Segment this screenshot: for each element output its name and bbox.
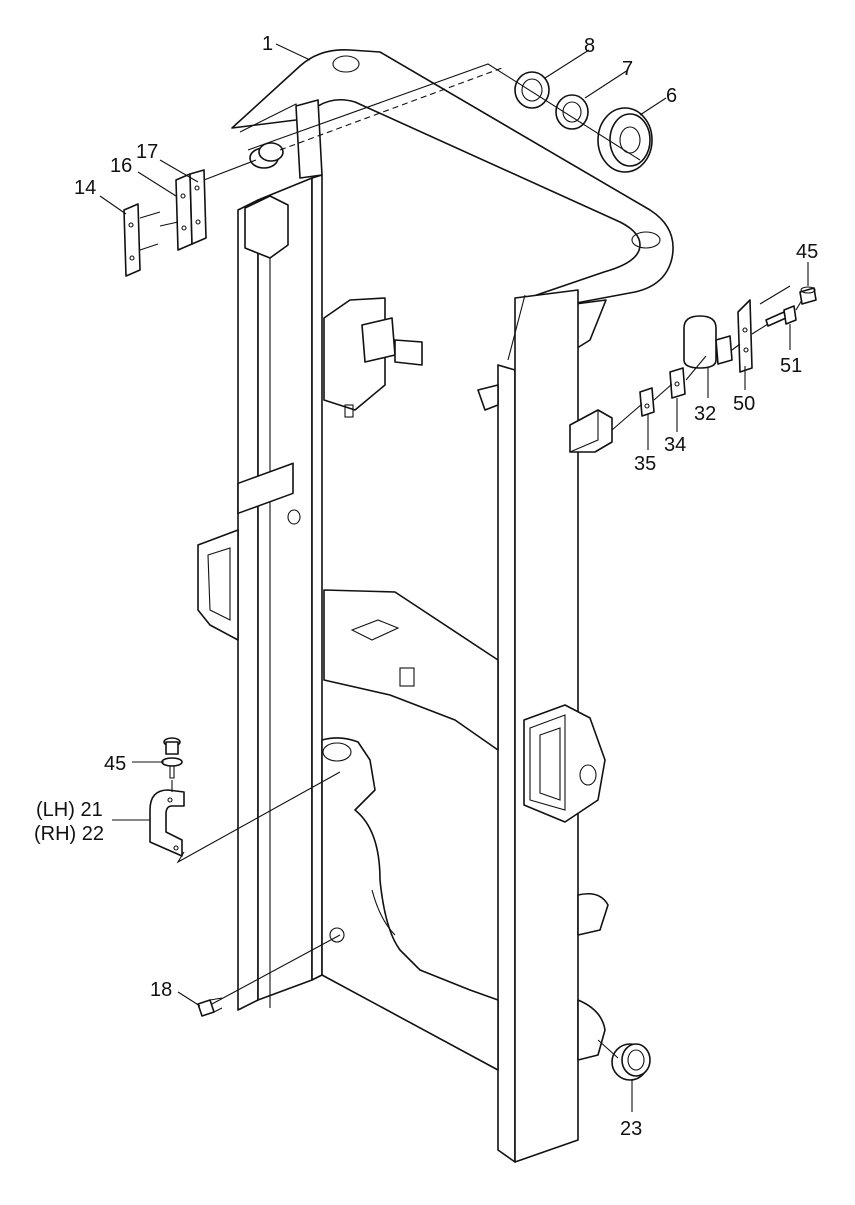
bolt-45-top xyxy=(799,286,817,305)
callout-labels: 1 8 7 6 17 16 14 45 51 50 32 34 35 45 (L… xyxy=(34,33,818,1140)
bracket-21-22 xyxy=(149,789,185,857)
callout-21: (LH) 21 xyxy=(36,799,103,821)
upper-bracket xyxy=(323,297,423,418)
callout-17: 17 xyxy=(136,141,158,163)
right-side-bracket xyxy=(523,704,606,823)
leader-lines xyxy=(99,43,809,1112)
callout-32: 32 xyxy=(694,403,716,425)
left-side-bracket xyxy=(197,462,301,641)
roller-6 xyxy=(597,107,653,173)
bracket-50 xyxy=(737,299,753,373)
bushing-23 xyxy=(611,1043,651,1081)
callout-14: 14 xyxy=(74,177,96,199)
lower-crossmember xyxy=(321,737,499,1071)
callout-35: 35 xyxy=(634,453,656,475)
callout-51: 51 xyxy=(780,355,802,377)
shim-8 xyxy=(514,71,550,109)
plate-17 xyxy=(189,169,207,245)
callout-16: 16 xyxy=(110,155,132,177)
callout-1: 1 xyxy=(262,33,273,55)
right-tab xyxy=(477,384,499,411)
bolt-45-lower xyxy=(161,737,183,779)
callout-7: 7 xyxy=(622,58,633,80)
callout-34: 34 xyxy=(664,434,686,456)
wear-pad-right xyxy=(569,409,613,453)
shim-35 xyxy=(639,387,655,417)
callout-45-lower: 45 xyxy=(104,753,126,775)
plate-14 xyxy=(123,203,161,277)
callout-6: 6 xyxy=(666,85,677,107)
bolt-51 xyxy=(765,305,797,327)
callout-18: 18 xyxy=(150,979,172,1001)
callout-50: 50 xyxy=(733,393,755,415)
middle-crossmember xyxy=(323,589,499,751)
wear-pad-left xyxy=(244,195,289,259)
shim-34 xyxy=(669,367,686,399)
callout-23: 23 xyxy=(620,1118,642,1140)
callout-8: 8 xyxy=(584,35,595,57)
callout-45-top: 45 xyxy=(796,241,818,263)
callout-22: (RH) 22 xyxy=(34,823,104,845)
clamp-32 xyxy=(683,315,733,369)
bolt-18 xyxy=(197,997,223,1017)
